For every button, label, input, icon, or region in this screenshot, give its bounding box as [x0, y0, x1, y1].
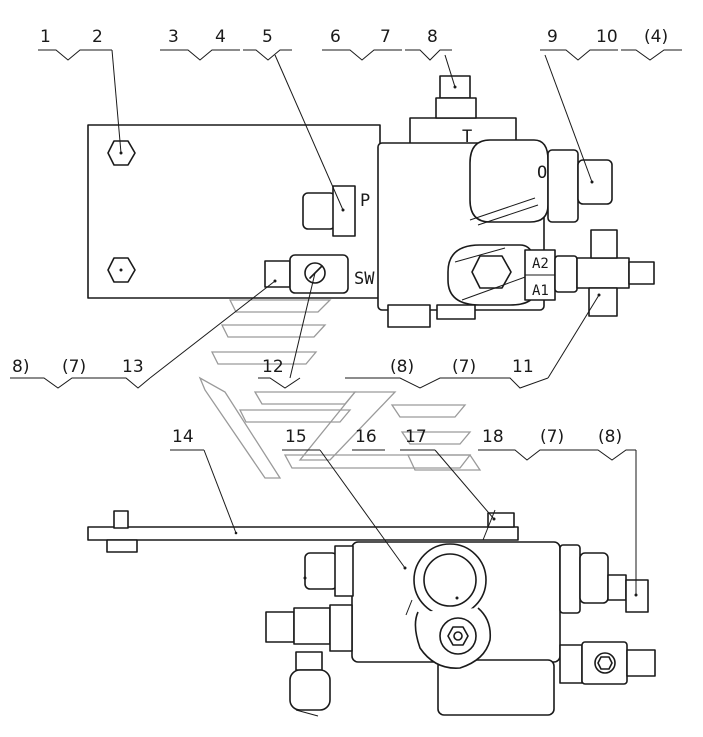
callout-14: 14 [172, 427, 194, 447]
tee-top-branch [590, 229, 618, 259]
top-callouts: 1 2 3 4 5 6 7 8 9 10 (4) [38, 27, 682, 211]
bar-bolt-head [113, 510, 129, 529]
callout-9: 9 [547, 27, 558, 47]
port-label-sw: SW [354, 269, 375, 289]
lower-right-nut [559, 644, 583, 684]
top-fitting-nut [435, 97, 477, 119]
port-label-p: P [360, 191, 370, 211]
watermark-logo [198, 299, 482, 479]
callout-2: 2 [92, 27, 103, 47]
callout-10: 10 [596, 27, 618, 47]
callout-5: 5 [262, 27, 273, 47]
callout-4: 4 [215, 27, 226, 47]
port-label-a1: A1 [532, 283, 549, 299]
callout-15: 15 [285, 427, 307, 447]
main-port-inner [423, 553, 477, 607]
callout-8-bottom: (8) [598, 427, 622, 447]
left-fitting-upper [304, 552, 338, 590]
callout-4-ref: (4) [644, 27, 668, 47]
tee-right-branch [628, 261, 655, 285]
callout-1: 1 [40, 27, 51, 47]
hex-port-plug [471, 255, 512, 289]
bottom-callouts: 14 15 16 17 18 (7) (8) [170, 427, 637, 595]
callout-8-ref: 8) [12, 357, 29, 377]
left-fitting-lower [265, 611, 295, 643]
callout-17: 17 [405, 427, 427, 447]
plate-bolt-lower [107, 257, 136, 283]
side-valve-lower-boss [437, 659, 555, 716]
callout-7: 7 [380, 27, 391, 47]
mounting-bar-14 [87, 526, 519, 541]
bar-bolt-right [487, 512, 515, 528]
right-fitting-nut [559, 544, 581, 614]
callout-13: 13 [122, 357, 144, 377]
callout-8: 8 [427, 27, 438, 47]
pressure-switch-body [289, 669, 331, 711]
callout-3: 3 [168, 27, 179, 47]
a-port-nut [554, 255, 578, 293]
middle-callouts: 8) (7) 13 12 (8) (7) 11 [10, 272, 600, 389]
o-port-nut [547, 149, 579, 223]
switch-nut [295, 651, 323, 671]
left-fitting-lower-body [293, 607, 331, 645]
plate-bolt-upper [107, 140, 136, 166]
callout-18: 18 [482, 427, 504, 447]
valve-bottom-boss [387, 304, 431, 328]
lower-right-cap [626, 649, 656, 677]
callout-11: 11 [512, 357, 534, 377]
bottom-view-assembly [87, 509, 656, 717]
callout-6: 6 [330, 27, 341, 47]
left-fitting-lower-nut [329, 604, 353, 652]
callout-7-ref: (7) [62, 357, 86, 377]
right-fitting-body [579, 552, 609, 604]
tee-bottom-branch [588, 287, 618, 317]
right-fitting-stub [607, 574, 627, 601]
port-label-t: T [462, 127, 472, 147]
sw-plug [264, 260, 291, 288]
top-view-assembly: T P O SW A2 A1 [87, 75, 655, 328]
port-label-a2: A2 [532, 256, 549, 272]
bar-nut [106, 539, 138, 553]
left-fitting-upper-nut [334, 545, 354, 597]
callout-7-ref-mid: (7) [452, 357, 476, 377]
callout-12: 12 [262, 357, 284, 377]
p-port-fitting [302, 192, 336, 230]
callout-8-ref-mid: (8) [390, 357, 414, 377]
callout-16: 16 [355, 427, 377, 447]
callout-7-bottom: (7) [540, 427, 564, 447]
tee-fitting-11 [576, 257, 630, 289]
port-label-o: O [537, 163, 547, 183]
o-port-fitting [577, 159, 613, 205]
